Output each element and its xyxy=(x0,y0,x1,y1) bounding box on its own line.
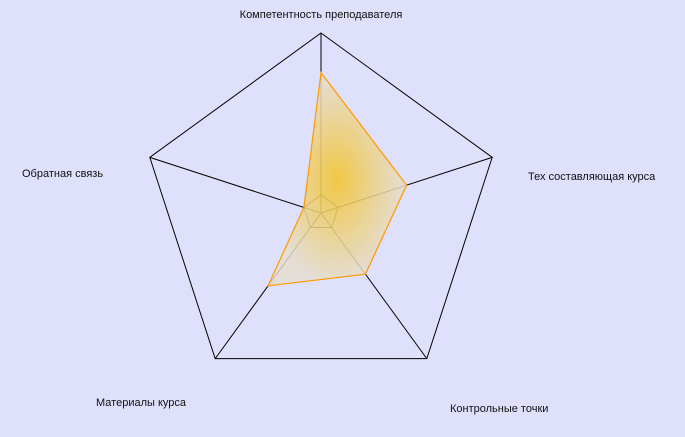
axis-label-4: Материалы курса xyxy=(96,397,187,409)
grid-ring-1 xyxy=(149,32,493,360)
data-layer xyxy=(267,71,408,287)
axis-label-3: Контрольные точки xyxy=(450,403,548,415)
axis-spoke-5 xyxy=(149,156,322,214)
axis-label-1: Компетентность преподавателя xyxy=(240,9,403,21)
axis-label-2: Тех составляющая курса xyxy=(528,171,656,183)
axis-label-5: Обратная связь xyxy=(22,168,103,180)
series-area xyxy=(267,71,408,287)
